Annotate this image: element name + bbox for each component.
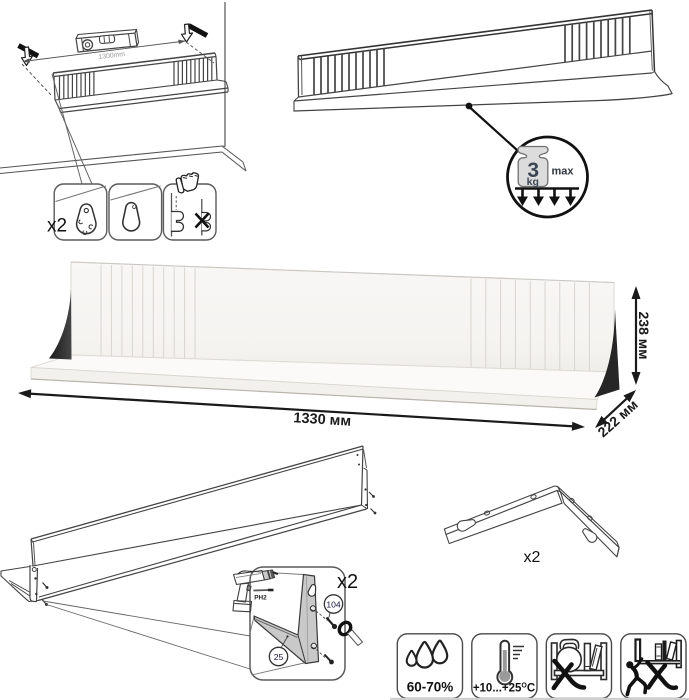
svg-text:PH2: PH2 xyxy=(254,595,267,602)
svg-text:1330 мм: 1330 мм xyxy=(293,410,352,429)
svg-text:60-70%: 60-70% xyxy=(407,680,454,695)
svg-text:+10...+25OC: +10...+25OC xyxy=(473,683,535,695)
svg-text:x2: x2 xyxy=(47,216,67,237)
svg-text:104: 104 xyxy=(326,599,341,609)
svg-text:3: 3 xyxy=(527,159,539,182)
svg-text:25: 25 xyxy=(274,652,284,662)
svg-text:x2: x2 xyxy=(524,549,541,566)
svg-text:238 мм: 238 мм xyxy=(636,312,652,360)
svg-text:kg: kg xyxy=(527,176,539,188)
svg-text:max: max xyxy=(551,166,574,178)
svg-text:x2: x2 xyxy=(337,571,358,593)
svg-text:1300mm: 1300mm xyxy=(98,51,125,61)
